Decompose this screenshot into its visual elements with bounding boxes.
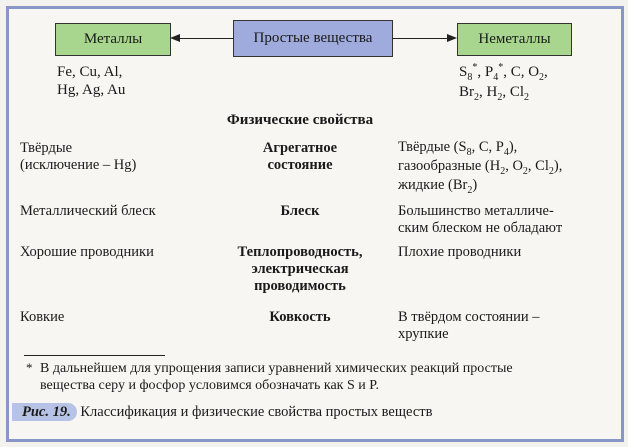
- property-luster: Блеск: [280, 203, 320, 219]
- metals-state: Твёрдые(исключение – Hg): [20, 140, 137, 173]
- metals-line: Hg, Ag, Au: [57, 82, 126, 98]
- arrow-to-metals: [178, 38, 234, 39]
- nonmetals-label: Неметаллы: [478, 31, 551, 47]
- arrowhead-left-icon: [170, 34, 180, 42]
- figure-caption: Рис. 19. Классификация и физические свой…: [12, 403, 433, 421]
- caption-text: Классификация и физические свойства прос…: [80, 404, 433, 420]
- nonmetals-box: Неметаллы: [457, 23, 572, 56]
- property-malleability: Ковкость: [269, 309, 331, 325]
- simple-substances-label: Простые вещества: [253, 30, 373, 46]
- metals-luster: Металлический блеск: [20, 203, 156, 219]
- footnote-divider: [24, 355, 165, 356]
- nonmetals-line: S8*, P4*, C, O2,: [459, 62, 548, 83]
- nonmetals-examples: S8*, P4*, C, O2, Br2, H2, Cl2: [459, 62, 548, 103]
- nonmetals-line: Br2, H2, Cl2: [459, 84, 530, 103]
- arrow-to-nonmetals: [392, 38, 448, 39]
- metals-malleability: Ковкие: [20, 309, 65, 325]
- metals-examples: Fe, Cu, Al, Hg, Ag, Au: [57, 63, 125, 99]
- nonmetals-state: Твёрдые (S8, C, P4), газообразные (H2, O…: [398, 139, 563, 196]
- metals-label: Металлы: [83, 31, 143, 47]
- simple-substances-box: Простые вещества: [233, 20, 393, 57]
- arrowhead-right-icon: [447, 34, 457, 42]
- footnote-mark: *: [26, 360, 33, 375]
- metals-conductivity: Хорошие проводники: [20, 244, 154, 260]
- nonmetals-luster: Большинство металличе-ским блеском не об…: [398, 203, 563, 236]
- nonmetals-conductivity: Плохие проводники: [398, 244, 522, 260]
- nonmetals-malleability: В твёрдом состоянии –хрупкие: [398, 309, 540, 342]
- caption-label: Рис. 19.: [12, 403, 77, 421]
- table-title: Физические свойства: [226, 112, 374, 128]
- metals-box: Металлы: [55, 23, 171, 56]
- figure-frame: [6, 6, 624, 442]
- footnote: В дальнейшем для упрощения записи уравне…: [40, 361, 513, 393]
- metals-line: Fe, Cu, Al,: [57, 64, 123, 80]
